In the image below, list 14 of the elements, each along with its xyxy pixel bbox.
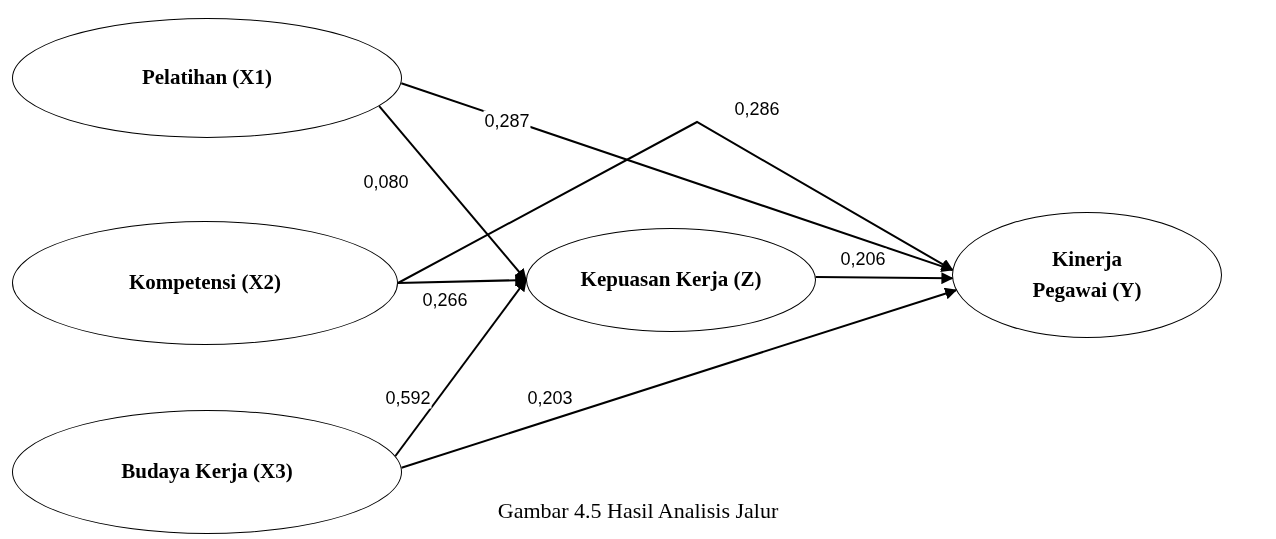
arrow <box>400 287 958 469</box>
figure-caption: Gambar 4.5 Hasil Analisis Jalur <box>496 498 780 524</box>
variable-label: Budaya Kerja (X3) <box>121 458 293 486</box>
variable-label: Kepuasan Kerja (Z) <box>580 266 762 294</box>
variable-label: Kompetensi (X2) <box>128 269 282 297</box>
arrow <box>397 120 954 284</box>
variable-label: Pelatihan (X1) <box>141 64 273 92</box>
variable-label: Kinerja Pegawai (Y) <box>1031 245 1143 304</box>
arrow <box>378 105 527 281</box>
arrow <box>394 279 527 457</box>
arrow <box>397 274 528 287</box>
arrow <box>400 82 954 273</box>
arrow <box>814 272 954 285</box>
edge-label: 0,287 <box>483 110 531 132</box>
